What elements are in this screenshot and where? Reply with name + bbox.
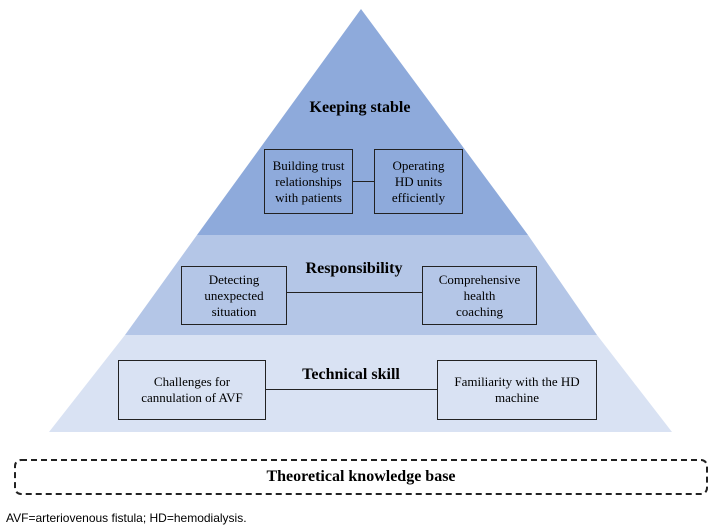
box-challenges-cannulation: Challenges for cannulation of AVF [118,360,266,420]
footnote: AVF=arteriovenous fistula; HD=hemodialys… [6,511,247,525]
pyramid-tier-bottom [49,335,672,432]
box-building-trust: Building trust relationships with patien… [264,149,353,214]
box-familiarity-hd-machine: Familiarity with the HD machine [437,360,597,420]
tier-title-responsibility: Responsibility [305,260,403,277]
tier-title-technical-skill: Technical skill [302,366,400,383]
pyramid-tier-middle [125,235,597,335]
tier-title-keeping-stable: Keeping stable [309,99,411,116]
pyramid [49,9,672,432]
box-detecting-unexpected: Detecting unexpected situation [181,266,287,325]
theoretical-knowledge-base: Theoretical knowledge base [14,459,708,495]
box-operating-hd-units: Operating HD units efficiently [374,149,463,214]
box-comprehensive-health-coaching: Comprehensive health coaching [422,266,537,325]
pyramid-tier-top [197,9,528,235]
connector-tier2 [287,292,422,293]
connector-tier3 [266,389,437,390]
connector-tier1 [353,181,374,182]
